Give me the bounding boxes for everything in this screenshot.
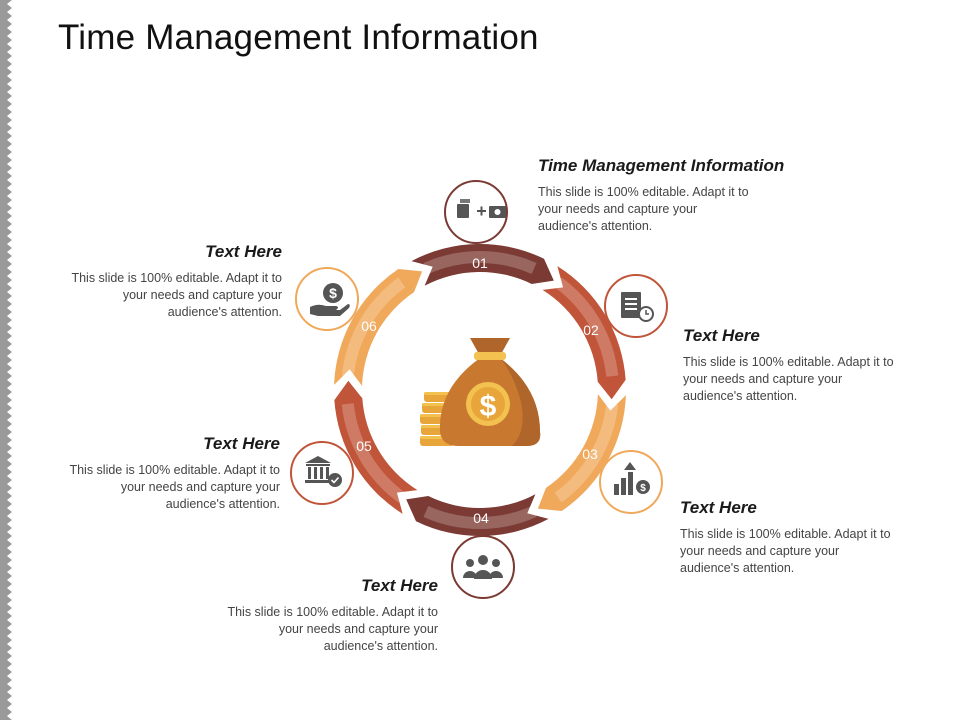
ring-segment-highlight-05 [341,403,406,503]
ring-segment-04 [406,494,549,536]
step-heading-01: Time Management Information [538,156,785,175]
svg-text:$: $ [640,483,646,494]
ring-segment-highlight-03 [554,403,619,503]
team-icon [463,555,503,579]
icon-circle-05 [290,441,354,505]
ring-segment-05 [334,380,418,514]
ring-segment-02 [542,266,626,400]
step-heading-05: Text Here [203,434,280,453]
slide-title: Time Management Information [58,18,539,57]
money-plus-icon [457,199,506,218]
step-block-03: Text Here This slide is 100% editable. A… [680,498,900,577]
bank-check-icon [305,456,342,487]
step-body-03: This slide is 100% editable. Adapt it to… [680,527,891,575]
step-body-04: This slide is 100% editable. Adapt it to… [227,605,438,653]
step-body-06: This slide is 100% editable. Adapt it to… [71,271,282,319]
icon-circle-02 [604,274,668,338]
step-number-04: 04 [473,510,489,526]
step-block-05: Text Here This slide is 100% editable. A… [60,434,280,513]
step-body-02: This slide is 100% editable. Adapt it to… [683,355,894,403]
step-heading-06: Text Here [205,242,282,261]
growth-chart-dollar-icon: $ [614,462,650,495]
step-number-06: 06 [361,318,377,334]
step-number-02: 02 [583,322,599,338]
step-block-01: Time Management Information This slide i… [538,156,838,235]
ring-segment-01 [411,244,554,286]
step-heading-04: Text Here [361,576,438,595]
icon-circle-01 [444,180,508,244]
step-number-05: 05 [356,438,372,454]
step-block-06: Text Here This slide is 100% editable. A… [62,242,282,321]
ring-segment-03 [537,394,626,512]
icon-circle-06: $ [295,267,359,331]
ring-segment-highlight-02 [554,277,619,377]
step-number-01: 01 [472,255,488,271]
ring-segment-06 [334,268,423,386]
ring-segment-highlight-04 [423,505,537,529]
step-body-01: This slide is 100% editable. Adapt it to… [538,185,749,233]
icon-circle-04 [451,535,515,599]
ring-segment-highlight-01 [423,251,537,275]
step-body-05: This slide is 100% editable. Adapt it to… [69,463,280,511]
svg-text:$: $ [329,285,337,301]
money-bag-symbol: $ [480,390,497,423]
step-block-04: Text Here This slide is 100% editable. A… [218,576,438,655]
step-heading-03: Text Here [680,498,757,517]
step-block-02: Text Here This slide is 100% editable. A… [683,326,903,405]
icon-circle-03: $ [599,450,663,514]
slide-left-border [0,0,12,720]
dollar-hand-icon: $ [310,283,350,316]
step-number-03: 03 [582,446,598,462]
money-bag-icon: $ [420,338,541,446]
step-heading-02: Text Here [683,326,760,345]
document-clock-icon [621,292,654,322]
ring-segment-highlight-06 [341,277,406,377]
